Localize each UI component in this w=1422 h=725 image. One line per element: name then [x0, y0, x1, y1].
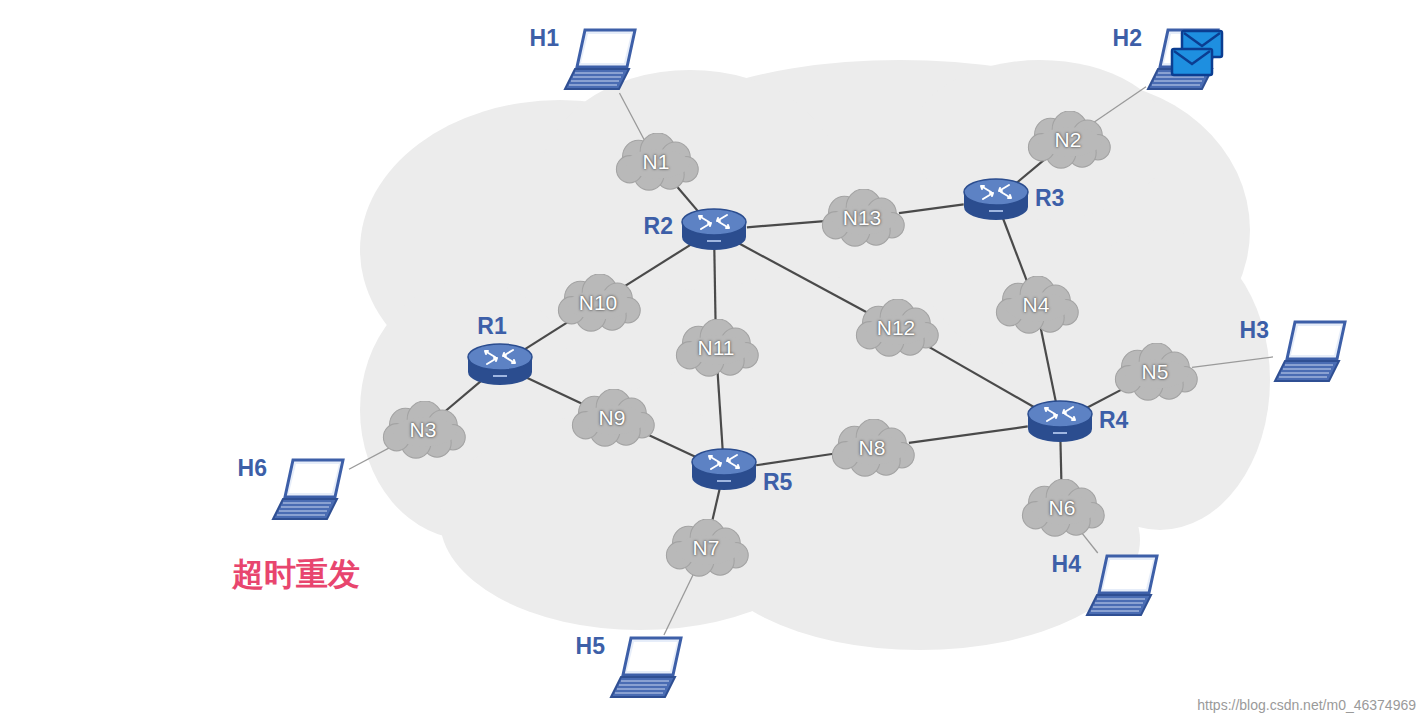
router-icon: [679, 207, 749, 253]
router-icon: [961, 177, 1031, 223]
link-line: [747, 221, 825, 227]
host: H3: [1273, 319, 1351, 385]
network-label: N2: [1024, 111, 1112, 169]
link-line: [924, 344, 1037, 409]
link-line: [899, 204, 964, 213]
host: H6: [271, 457, 349, 523]
network-cloud: N3: [379, 401, 467, 459]
network-cloud: N2: [1024, 111, 1112, 169]
host: H1: [563, 27, 641, 93]
link-line: [664, 570, 695, 635]
router-icon: [465, 342, 535, 388]
network-label: N7: [662, 519, 750, 577]
laptop-icon: [563, 27, 641, 93]
link-line: [718, 371, 723, 451]
network-label: N11: [672, 319, 760, 377]
router-label: R2: [644, 213, 673, 240]
link-line: [909, 426, 1028, 442]
router-label: R4: [1099, 407, 1128, 434]
router-label: R5: [763, 469, 792, 496]
host: H4: [1085, 553, 1163, 619]
link-line: [1041, 328, 1057, 404]
link-line: [1093, 87, 1146, 123]
link-line: [1014, 159, 1045, 185]
laptop-icon: [1146, 27, 1224, 93]
network-cloud: N8: [828, 419, 916, 477]
network-cloud: N6: [1018, 479, 1106, 537]
host-label: H3: [1240, 317, 1269, 344]
link-line: [349, 445, 394, 469]
link-line: [624, 244, 692, 287]
router: R2: [679, 207, 749, 253]
host-label: H5: [576, 633, 605, 660]
network-label: N4: [992, 276, 1080, 334]
router-label: R3: [1035, 185, 1064, 212]
network-label: N12: [852, 299, 940, 357]
watermark: https://blog.csdn.net/m0_46374969: [1197, 697, 1416, 713]
link-line: [714, 248, 715, 324]
network-cloud: N7: [662, 519, 750, 577]
network-cloud: N1: [612, 133, 700, 191]
laptop-icon: [271, 457, 349, 523]
link-line: [642, 432, 698, 458]
laptop-icon: [609, 635, 687, 701]
network-cloud: N13: [818, 189, 906, 247]
laptop-icon: [1273, 319, 1351, 385]
laptop-icon: [1085, 553, 1163, 619]
router: R4: [1025, 399, 1095, 445]
link-line: [1192, 357, 1273, 367]
link-line: [738, 243, 868, 313]
network-cloud: N10: [554, 274, 642, 332]
network-label: N5: [1111, 343, 1199, 401]
network-cloud: N11: [672, 319, 760, 377]
router: R5: [689, 447, 759, 493]
host-label: H1: [530, 25, 559, 52]
link-line: [756, 453, 835, 465]
link-line: [1060, 440, 1061, 484]
router-icon: [689, 447, 759, 493]
network-cloud: N9: [568, 389, 656, 447]
link-line: [525, 377, 582, 404]
network-label: N6: [1018, 479, 1106, 537]
network-label: N3: [379, 401, 467, 459]
network-label: N1: [612, 133, 700, 191]
router: R1: [465, 342, 535, 388]
link-line: [445, 380, 482, 411]
network-cloud: N12: [852, 299, 940, 357]
router-label: R1: [477, 313, 506, 340]
link-line: [1084, 387, 1126, 409]
link-line: [1003, 218, 1028, 282]
link-line: [522, 320, 572, 351]
note-text: 超时重发: [232, 553, 360, 597]
host-label: H6: [238, 455, 267, 482]
network-cloud: N4: [992, 276, 1080, 334]
network-label: N10: [554, 274, 642, 332]
host-label: H2: [1113, 25, 1142, 52]
network-label: N13: [818, 189, 906, 247]
router-icon: [1025, 399, 1095, 445]
router: R3: [961, 177, 1031, 223]
host-label: H4: [1052, 551, 1081, 578]
host: H5: [609, 635, 687, 701]
network-label: N8: [828, 419, 916, 477]
link-line: [619, 93, 644, 140]
network-label: N9: [568, 389, 656, 447]
network-cloud: N5: [1111, 343, 1199, 401]
host: H2: [1146, 27, 1224, 93]
